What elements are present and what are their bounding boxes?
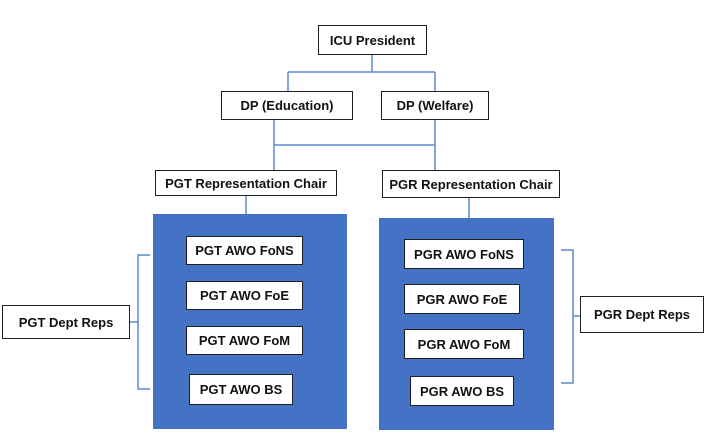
pgr-member-box: PGR AWO FoE — [404, 284, 520, 314]
pgr-member-label: PGR AWO FoNS — [414, 246, 514, 262]
pgt-member-box: PGT AWO FoM — [186, 326, 303, 355]
pgt-chair-box: PGT Representation Chair — [155, 170, 337, 196]
pgr-dept-reps-label: PGR Dept Reps — [593, 307, 691, 322]
pgt-member-label: PGT AWO FoE — [199, 288, 290, 303]
pgt-chair-label: PGT Representation Chair — [165, 175, 327, 191]
pgt-member-box: PGT AWO BS — [189, 374, 293, 405]
pgr-dept-reps-box: PGR Dept Reps — [580, 296, 704, 333]
pgr-member-label: PGR AWO FoE — [416, 291, 508, 307]
pgr-member-label: PGR AWO FoM — [417, 336, 511, 352]
pgt-member-label: PGT AWO FoM — [198, 333, 291, 348]
dp-education-box: DP (Education) — [221, 91, 353, 120]
pgr-member-label: PGR AWO BS — [419, 383, 505, 399]
pgt-dept-reps-box: PGT Dept Reps — [2, 305, 130, 339]
right-brace — [561, 249, 580, 384]
dp-welfare-label: DP (Welfare) — [396, 98, 474, 113]
icu-president-box: ICU President — [318, 25, 427, 55]
pgr-chair-label: PGR Representation Chair — [389, 176, 553, 192]
pgr-member-box: PGR AWO BS — [410, 376, 514, 406]
pgt-member-box: PGT AWO FoE — [186, 281, 303, 310]
dp-education-label: DP (Education) — [240, 98, 334, 113]
icu-president-label: ICU President — [329, 32, 416, 48]
pgr-member-box: PGR AWO FoM — [404, 329, 524, 359]
connector-president-deputies — [287, 55, 436, 91]
pgt-dept-reps-label: PGT Dept Reps — [18, 314, 114, 330]
pgr-member-box: PGR AWO FoNS — [404, 239, 524, 269]
connector-deputies-chairs — [273, 120, 436, 170]
pgr-chair-box: PGR Representation Chair — [382, 170, 560, 198]
dp-welfare-box: DP (Welfare) — [381, 91, 489, 120]
left-brace — [130, 254, 150, 390]
pgt-member-label: PGT AWO BS — [199, 382, 283, 397]
pgt-member-box: PGT AWO FoNS — [186, 236, 303, 265]
pgt-member-label: PGT AWO FoNS — [195, 243, 294, 258]
